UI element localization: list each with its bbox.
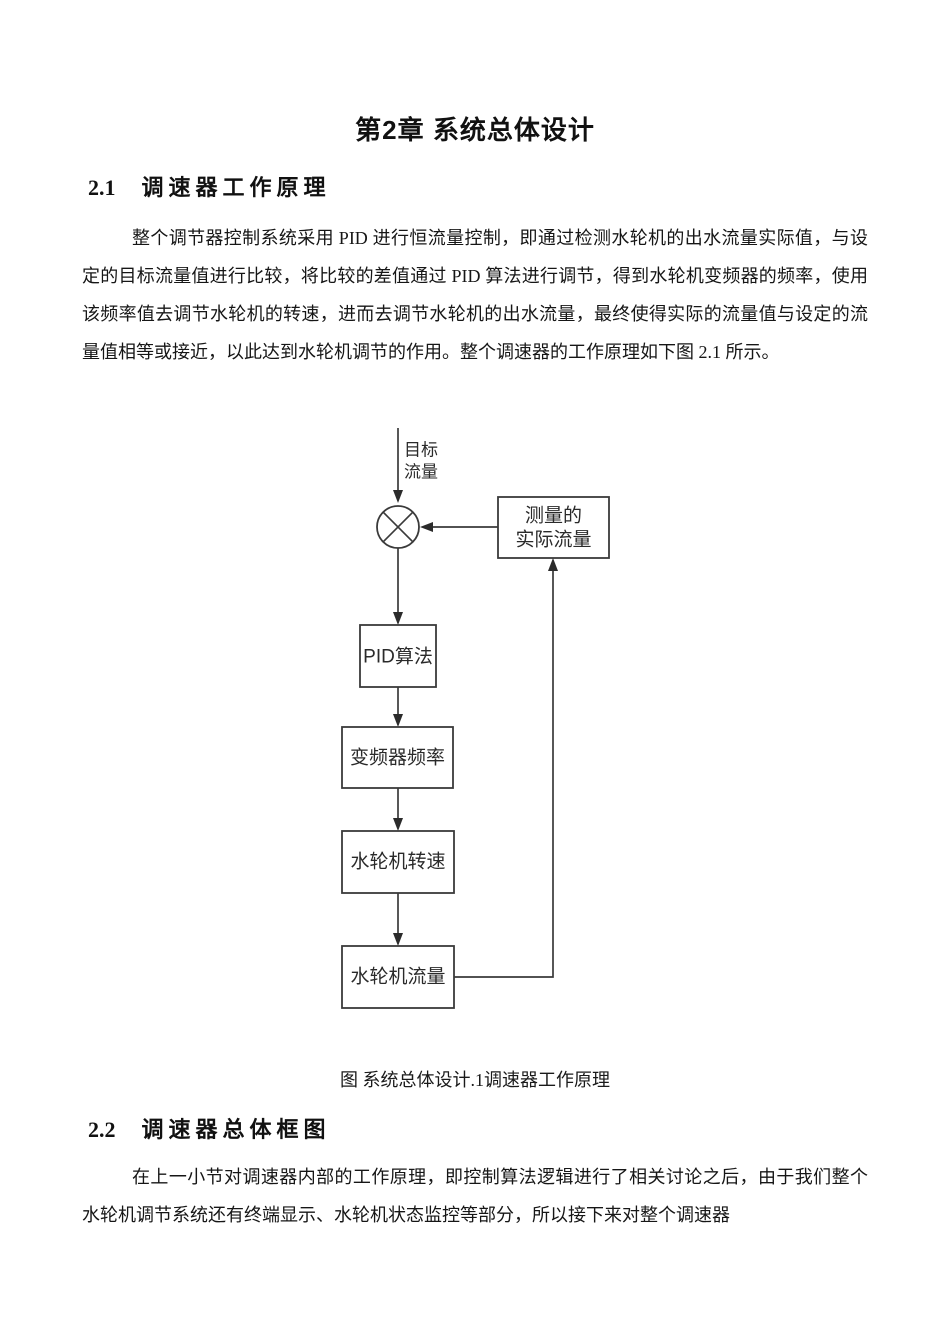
flow-node-pid-algorithm — [359, 624, 437, 688]
section-title: 调速器工作原理 — [141, 175, 331, 200]
section-number: 2.1 — [88, 175, 116, 200]
section-heading-2-2: 2.2 调速器总体框图 — [88, 1112, 331, 1144]
flow-node-measured-flow — [497, 496, 610, 559]
arrowhead-down-icon — [393, 714, 403, 727]
measured-flow-label-line1: 测量的 — [525, 505, 582, 527]
arrowhead-up-icon — [548, 558, 558, 571]
arrowhead-down-icon — [393, 490, 403, 503]
target-flow-label-line2: 流量 — [404, 463, 438, 482]
figure-caption: 图 系统总体设计.1调速器工作原理 — [340, 1070, 610, 1090]
flow-node-turbine-flow — [341, 945, 455, 1009]
flow-node-turbine-speed — [341, 830, 455, 894]
pid-algorithm-label: PID算法 — [363, 646, 433, 668]
paragraph-working-principle: 整个调节器控制系统采用 PID 进行恒流量控制，即通过检测水轮机的出水流量实际值… — [82, 228, 868, 362]
flow-node-vfd-frequency — [341, 726, 454, 789]
arrowhead-down-icon — [393, 818, 403, 831]
arrowhead-down-icon — [393, 612, 403, 625]
section-title: 调速器总体框图 — [141, 1117, 331, 1142]
turbine-speed-label: 水轮机转速 — [350, 851, 445, 873]
arrowhead-left-icon — [420, 522, 433, 532]
feedback-line — [454, 568, 554, 978]
summing-junction-cross — [382, 511, 414, 543]
chapter-title: 第2章 系统总体设计 — [355, 115, 595, 145]
section-heading-2-1: 2.1 调速器工作原理 — [88, 170, 331, 202]
measured-flow-label-line2: 实际流量 — [515, 529, 591, 551]
paragraph-overall-block-diagram: 在上一小节对调速器内部的工作原理，即控制算法逻辑进行了相关讨论之后，由于我们整个… — [82, 1167, 868, 1225]
section-number: 2.2 — [88, 1117, 116, 1142]
arrowhead-down-icon — [393, 933, 403, 946]
turbine-flow-label: 水轮机流量 — [350, 966, 445, 988]
target-flow-label-line1: 目标 — [404, 441, 438, 460]
vfd-frequency-label: 变频器频率 — [350, 747, 445, 769]
